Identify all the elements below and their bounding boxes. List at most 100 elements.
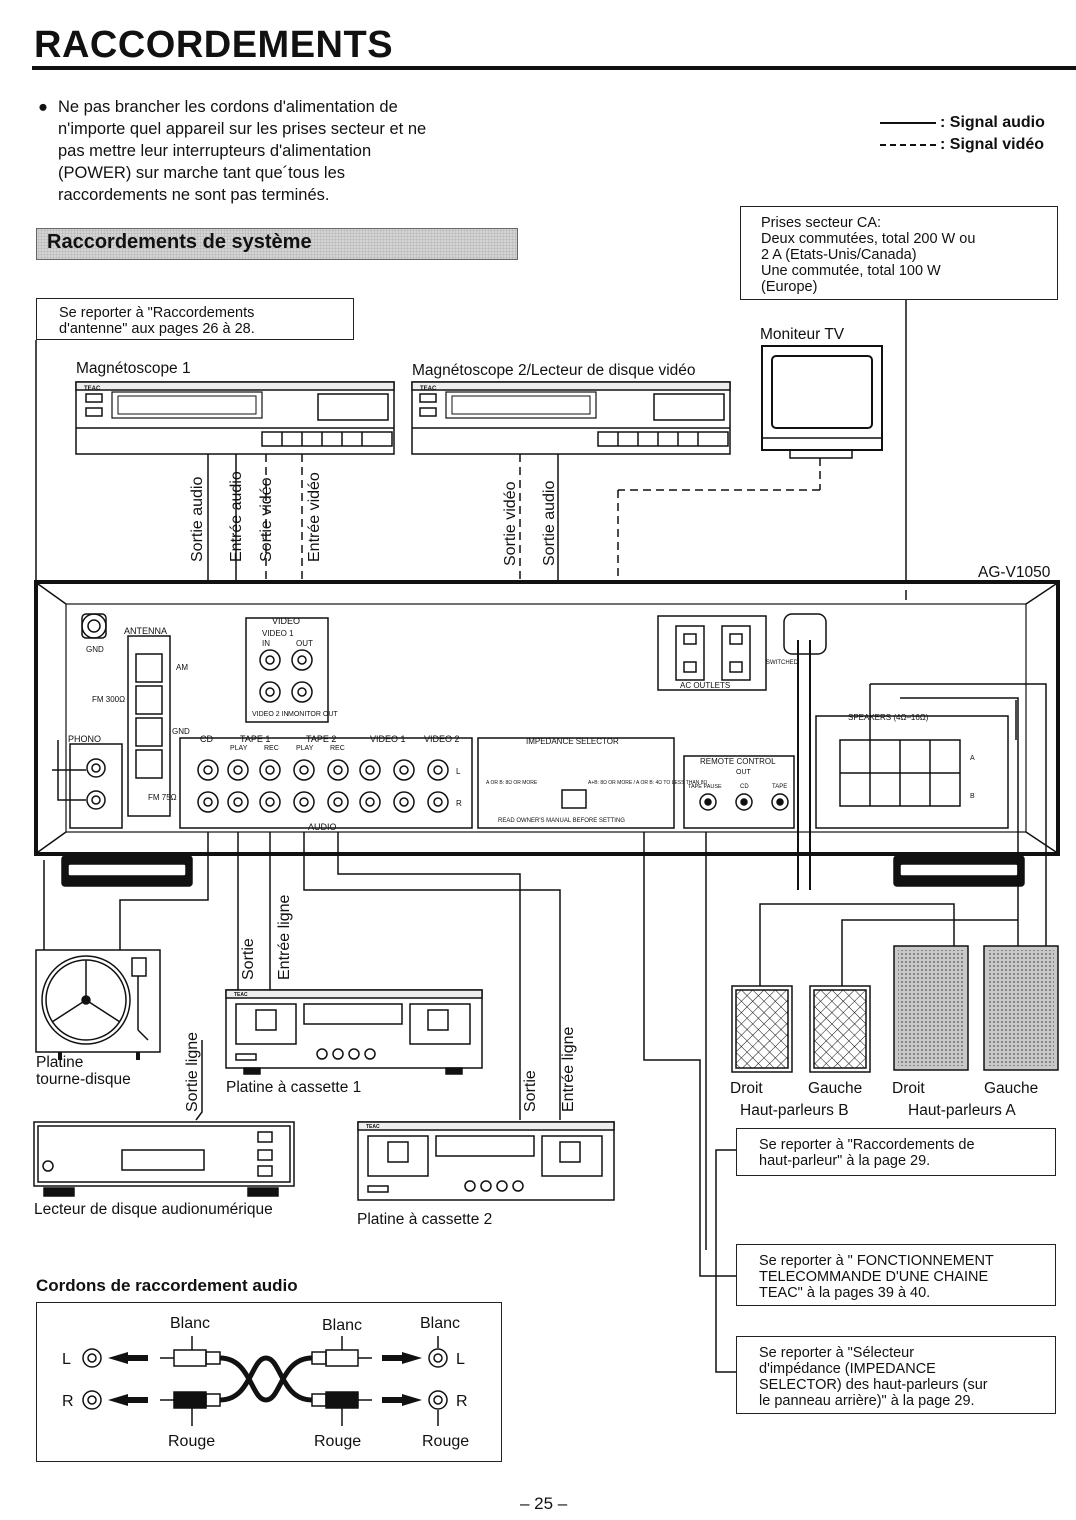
speaker-a-right: Droit: [892, 1080, 925, 1097]
cord-red-label: Rouge: [422, 1433, 469, 1450]
panel-remote-out: OUT: [736, 769, 752, 776]
vcr2-label: Magnétoscope 2/Lecteur de disque vidéo: [412, 362, 696, 379]
panel-gnd: GND: [86, 645, 104, 654]
note-line: Se reporter à "Raccordements de: [759, 1137, 975, 1153]
speaker-a-left: Gauche: [984, 1080, 1039, 1097]
panel-remote-tape: TAPE: [772, 784, 787, 790]
audio-line-sample: [880, 122, 936, 124]
panel-speakers: SPEAKERS (4Ω–16Ω): [848, 713, 929, 722]
turntable-label-2: tourne-disque: [36, 1071, 131, 1088]
impedance-note: Se reporter à "Sélecteur d'impédance (IM…: [736, 1336, 1056, 1414]
legend-audio: : Signal audio: [940, 114, 1045, 131]
note-line: Une commutée, total 100 W: [761, 263, 941, 279]
cd-player-device: [33, 1121, 295, 1197]
turntable-label-1: Platine: [36, 1054, 84, 1071]
cord-l-label: L: [62, 1351, 71, 1368]
page-number: – 25 –: [520, 1494, 568, 1513]
panel-cd: CD: [200, 734, 213, 744]
panel-tape-pause: TAPE PAUSE: [688, 784, 722, 790]
note-line: Se reporter à " FONCTIONNEMENT: [759, 1253, 994, 1269]
cassette1-label: Platine à cassette 1: [226, 1079, 362, 1096]
cords-diagram: Blanc Blanc Blanc Rouge Rouge Rouge L R …: [62, 1315, 469, 1450]
note-line: haut-parleur" à la page 29.: [759, 1153, 931, 1169]
remote-note: Se reporter à " FONCTIONNEMENT TELECOMMA…: [736, 1244, 1056, 1306]
intro-line: (POWER) sur marche tant que´tous les: [58, 164, 346, 182]
brand-label: TEAC: [234, 992, 248, 998]
note-line: d'antenne" aux pages 26 à 28.: [59, 321, 255, 337]
cord-white-label: Blanc: [322, 1317, 362, 1334]
section-header: Raccordements de système: [36, 228, 518, 260]
cord-white-label: Blanc: [420, 1315, 460, 1332]
panel-video2b: VIDEO 2: [424, 734, 460, 744]
intro-line: Ne pas brancher les cordons d'alimentati…: [58, 98, 398, 116]
note-line: d'impédance (IMPEDANCE: [759, 1361, 936, 1377]
panel-imp-b: A+B: 8Ω OR MORE / A OR B: 4Ω TO LESS THA…: [588, 780, 708, 786]
panel-rec: REC: [264, 745, 279, 752]
cord-white-label: Blanc: [170, 1315, 210, 1332]
cords-title: Cordons de raccordement audio: [36, 1276, 298, 1295]
panel-imp-a: A OR B: 8Ω OR MORE: [486, 780, 538, 786]
power-note: Prises secteur CA: Deux commutées, total…: [740, 206, 1058, 300]
cord-red-label: Rouge: [314, 1433, 361, 1450]
grille: [736, 990, 788, 1068]
panel-tape1: TAPE 1: [240, 734, 270, 744]
note-line: Deux commutées, total 200 W ou: [761, 231, 976, 247]
panel-play: PLAY: [230, 745, 248, 752]
panel-video1b: VIDEO 1: [370, 734, 406, 744]
panel-video: VIDEO: [272, 616, 300, 626]
note-line: Se reporter à "Raccordements: [59, 305, 255, 321]
note-line: (Europe): [761, 279, 818, 295]
tv-label: Moniteur TV: [760, 326, 845, 343]
panel-read-manual: READ OWNER'S MANUAL BEFORE SETTING: [498, 818, 625, 824]
note-line: Prises secteur CA:: [761, 215, 882, 231]
panel-spk-a: A: [970, 755, 975, 762]
page-title: RACCORDEMENTS: [34, 24, 394, 66]
brand-label: TEAC: [420, 386, 437, 392]
cord-red-label: Rouge: [168, 1433, 215, 1450]
panel-r: R: [456, 799, 462, 808]
panel-monitor-out: MONITOR OUT: [288, 711, 338, 718]
panel-play: PLAY: [296, 745, 314, 752]
section-title: Raccordements de système: [47, 231, 312, 253]
cord-r-label: R: [456, 1393, 468, 1410]
grille: [988, 950, 1054, 1066]
cassette2-label: Platine à cassette 2: [357, 1211, 493, 1228]
grille: [814, 990, 866, 1068]
note-line: le panneau arrière)" à la page 29.: [759, 1393, 975, 1409]
note-line: Se reporter à "Sélecteur: [759, 1345, 915, 1361]
intro-paragraph: ● Ne pas brancher les cordons d'alimenta…: [38, 96, 518, 206]
note-line: 2 A (Etats-Unis/Canada): [761, 247, 917, 263]
panel-tape2: TAPE 2: [306, 734, 336, 744]
panel-video2-in: VIDEO 2 IN: [252, 711, 289, 718]
cord-l-label: L: [456, 1351, 465, 1368]
intro-line: n'importe quel appareil sur les prises s…: [58, 120, 427, 138]
cd-player-label: Lecteur de disque audionumérique: [34, 1201, 273, 1218]
panel-impedance: IMPEDANCE SELECTOR: [526, 737, 619, 746]
audio-jack-row: [197, 759, 449, 813]
antenna-note: Se reporter à "Raccordements d'antenne" …: [36, 298, 354, 340]
vcr1-label: Magnétoscope 1: [76, 360, 191, 377]
panel-l: L: [456, 767, 461, 776]
title-rule: [32, 66, 1076, 70]
video-line-sample: [880, 144, 936, 146]
turntable-device: [35, 949, 161, 1060]
vcr1-device: [75, 381, 395, 455]
receiver-model: AG-V1050: [978, 564, 1051, 581]
panel-antenna: ANTENNA: [124, 626, 167, 636]
panel-rec: REC: [330, 745, 345, 752]
panel-switched: SWITCHED: [766, 660, 799, 666]
note-line: TELECOMMANDE D'UNE CHAINE: [759, 1269, 989, 1285]
legend-video: : Signal vidéo: [940, 136, 1045, 153]
speaker-b-left: Gauche: [808, 1080, 863, 1097]
speaker-b-right: Droit: [730, 1080, 763, 1097]
panel-audio: AUDIO: [308, 822, 337, 832]
panel-ac-outlets: AC OUTLETS: [680, 681, 730, 690]
panel-remote-cd: CD: [740, 784, 749, 790]
intro-line: raccordements ne sont pas terminés.: [58, 186, 330, 204]
panel-gnd2: GND: [172, 727, 190, 736]
panel-in: IN: [262, 639, 270, 648]
cassette-deck-2: [357, 1121, 615, 1201]
panel-out: OUT: [296, 639, 313, 648]
brand-label: TEAC: [366, 1124, 380, 1130]
panel-fm300: FM 300Ω: [92, 695, 125, 704]
